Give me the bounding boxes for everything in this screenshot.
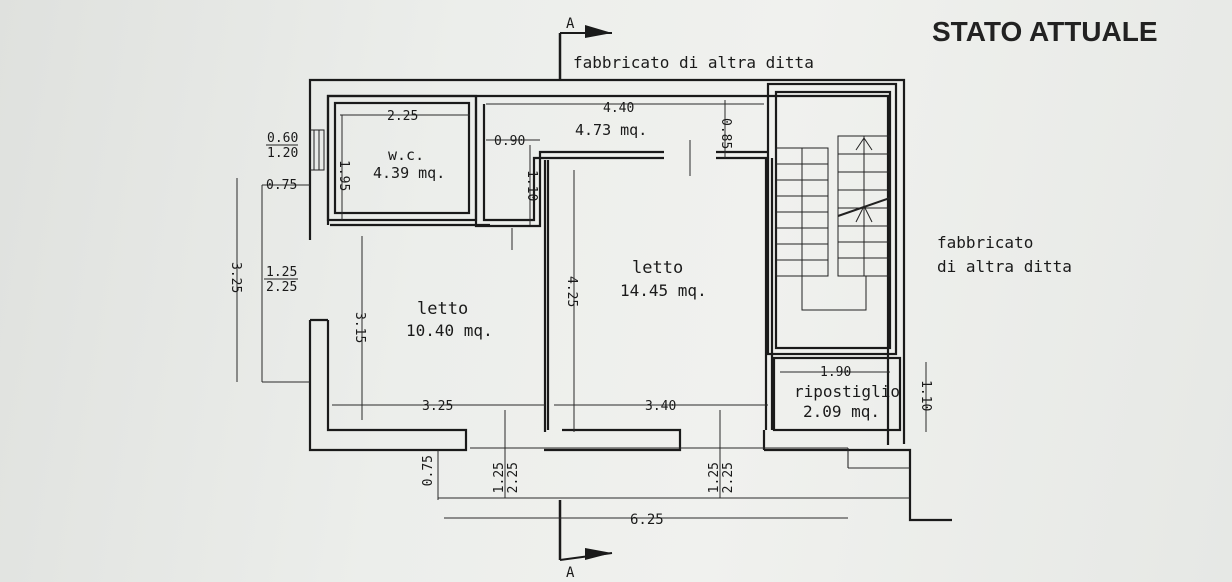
dim-window-bottom-2a: 1.25 bbox=[707, 462, 722, 493]
room-wc-area: 4.39 mq. bbox=[373, 164, 445, 182]
room-storage-area: 2.09 mq. bbox=[803, 402, 880, 421]
room-hall-area: 4.73 mq. bbox=[575, 121, 647, 139]
dim-corridor-height: 1.10 bbox=[524, 170, 539, 201]
neighbor-label-top: fabbricato di altra ditta bbox=[573, 53, 814, 72]
section-marker-bottom: A bbox=[558, 500, 613, 581]
dim-window-bottom-1b: 2.25 bbox=[506, 462, 521, 493]
dim-storage-height: 1.10 bbox=[918, 380, 933, 411]
dim-bed-right-width: 3.40 bbox=[645, 399, 676, 414]
room-bed-left-area: 10.40 mq. bbox=[406, 321, 493, 340]
dim-bottom-offset: 0.75 bbox=[421, 455, 436, 486]
neighbor-label-right-1: fabbricato bbox=[937, 233, 1033, 252]
dim-door-gap: 0.90 bbox=[494, 134, 525, 149]
interior-walls bbox=[326, 82, 902, 432]
section-label-top: A bbox=[566, 16, 575, 32]
dimension-lines bbox=[236, 100, 927, 519]
dim-window-left-b: 2.25 bbox=[266, 280, 297, 295]
neighbor-label-right-2: di altra ditta bbox=[937, 257, 1072, 276]
dim-hall-width: 4.40 bbox=[603, 101, 634, 116]
dim-bed-left-width: 3.25 bbox=[422, 399, 453, 414]
dim-wc-width: 2.25 bbox=[387, 109, 418, 124]
room-wc-name: w.c. bbox=[388, 146, 424, 164]
section-marker-top: A bbox=[558, 16, 612, 80]
dim-wc-height: 1.95 bbox=[336, 160, 351, 191]
dim-bed-left-height: 3.15 bbox=[352, 312, 367, 343]
room-bed-right-name: letto bbox=[632, 258, 683, 278]
dim-storage-width: 1.90 bbox=[820, 365, 851, 380]
dim-total-width: 6.25 bbox=[630, 512, 664, 528]
dim-window-top-a: 0.60 bbox=[267, 131, 298, 146]
room-bed-right-area: 14.45 mq. bbox=[620, 281, 707, 300]
dim-left-total: 3.25 bbox=[228, 262, 243, 293]
dim-window-bottom-1a: 1.25 bbox=[492, 462, 507, 493]
dim-window-left-a: 1.25 bbox=[266, 265, 297, 280]
left-window bbox=[309, 129, 325, 171]
room-bed-left-name: letto bbox=[417, 299, 468, 319]
dim-left-offset: 0.75 bbox=[266, 178, 297, 193]
plan-title: STATO ATTUALE bbox=[932, 16, 1158, 47]
dim-window-bottom-2b: 2.25 bbox=[721, 462, 736, 493]
dim-hall-height: 0.85 bbox=[718, 118, 733, 149]
staircase bbox=[775, 135, 891, 311]
dim-window-top-b: 1.20 bbox=[267, 146, 298, 161]
section-label-bottom: A bbox=[566, 565, 575, 581]
dim-bed-right-height: 4.25 bbox=[564, 276, 579, 307]
room-storage-name: ripostiglio bbox=[794, 382, 900, 401]
